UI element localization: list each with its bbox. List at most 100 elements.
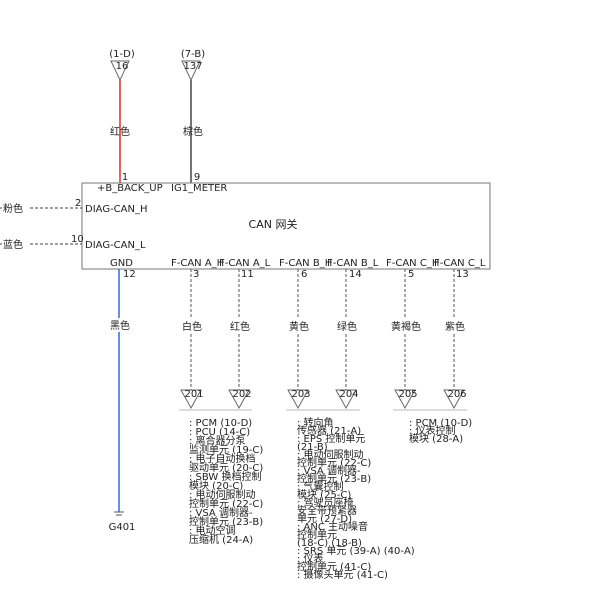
connector-triangle-icon — [335, 389, 357, 410]
pin-fcan-b-l: 14 — [349, 269, 362, 280]
pin-fcan-c-l: 13 — [456, 269, 469, 280]
label-bg — [441, 319, 469, 333]
signal-diag-h: DIAG-CAN_H — [85, 204, 148, 215]
connector-number: 137 — [183, 61, 202, 72]
note-line: 模块 (20-C) — [189, 480, 243, 492]
pin-gnd: 12 — [123, 269, 136, 280]
wire-color-diag-h: 粉色 — [3, 202, 23, 215]
note-line: : PCM (10-D) — [189, 418, 252, 429]
signal-fcan-a-l: F-CAN A_L — [219, 258, 271, 269]
pin-diag-h: 2 — [75, 198, 81, 209]
gateway-title: CAN 网关 — [249, 217, 298, 231]
label-bg — [389, 319, 423, 333]
note-line: : PCM (10-D) — [409, 418, 472, 429]
connector-ref: (7-B) — [181, 49, 205, 60]
note-line: : 转向角 — [297, 416, 334, 429]
note-group-c: : PCM (10-D) : 仪表控制 模块 (28-A) — [409, 418, 472, 445]
pin-diag-l: 10 — [71, 234, 84, 245]
connector-number: 206 — [447, 389, 466, 400]
label-bg — [178, 319, 206, 333]
note-line: : VSA 调制器- — [189, 506, 253, 519]
connector-triangle-icon — [394, 389, 416, 410]
pin-backup: 1 — [122, 172, 128, 183]
bottom-connector-206: 206 — [443, 389, 467, 410]
signal-fcan-a-h: F-CAN A_H — [171, 258, 224, 269]
note-line: 传感器 (21-A) — [297, 424, 361, 437]
connector-triangle-icon — [228, 389, 250, 410]
connector-triangle-icon — [287, 389, 309, 410]
bottom-connector-204: 204 — [335, 389, 359, 410]
note-line: : ANC 主动噪音 — [297, 520, 368, 533]
wire-color-fcan-b-l: 绿色 — [337, 320, 357, 333]
connector-number: 203 — [291, 389, 310, 400]
top-connector-7-b: (7-B) 137 — [181, 49, 205, 82]
top-connector-1-d: (1-D) 16 — [109, 49, 135, 82]
note-line: 监测单元 (19-C) — [189, 443, 263, 456]
note-line: : SRS 单元 (39-A) (40-A) — [297, 545, 415, 557]
note-line: 控制单元 — [297, 528, 337, 541]
bottom-connector-203: 203 — [287, 389, 311, 410]
signal-fcan-c-l: F-CAN C_L — [434, 258, 486, 269]
note-line: : 驾驶员座椅 — [297, 496, 354, 509]
connector-triangle-icon — [181, 60, 201, 82]
note-line: : 电动伺服制动 — [297, 448, 364, 461]
signal-diag-l: DIAG-CAN_L — [85, 240, 146, 251]
note-line: : EPS 控制单元 — [297, 432, 365, 445]
signal-fcan-b-l: F-CAN B_L — [327, 258, 379, 269]
note-line: 压缩机 (24-A) — [189, 533, 253, 546]
bottom-connector-205: 205 — [394, 389, 418, 410]
signal-fcan-b-h: F-CAN B_H — [279, 258, 332, 269]
note-line: 控制单元 (22-C) — [189, 497, 263, 510]
wire-color-fcan-a-l: 红色 — [230, 320, 250, 333]
wire-color-ig1: 棕色 — [183, 125, 203, 138]
note-line: : 电子自动换档 — [189, 452, 256, 465]
note-line: 模块 (25-C) — [297, 489, 351, 501]
note-group-a: : PCM (10-D) : PCU (14-C) : 离合器分泵 监测单元 (… — [189, 418, 263, 546]
note-line: : 摄像头单元 (41-C) — [297, 568, 388, 581]
connector-number: 16 — [116, 61, 129, 72]
pin-fcan-a-h: 3 — [193, 269, 199, 280]
note-line: 安全带预紧器 — [297, 504, 357, 517]
connector-number: 204 — [339, 389, 358, 400]
connector-triangle-icon — [443, 389, 465, 410]
connector-number: 202 — [232, 389, 251, 400]
connector-triangle-icon — [180, 389, 202, 410]
label-bg — [2, 201, 28, 214]
wire-color-fcan-b-h: 黄色 — [289, 320, 309, 333]
signal-ig1: IG1_METER — [171, 183, 227, 194]
note-line: : 气囊控制 — [297, 480, 344, 493]
label-bg — [333, 319, 361, 333]
pin-ig1: 9 — [194, 172, 200, 183]
note-line: : 电动伺服制动 — [189, 488, 256, 501]
ground-label: G401 — [109, 522, 136, 533]
note-line: (18-C) (18-B) — [297, 538, 362, 549]
label-bg — [2, 237, 28, 250]
label-bg — [226, 319, 254, 333]
pin-fcan-a-l: 11 — [241, 269, 254, 280]
note-line: 控制单元 (22-C) — [297, 456, 371, 469]
bottom-connector-201: 201 — [180, 389, 204, 410]
note-line: : 离合器分泵 — [189, 434, 246, 447]
label-bg — [285, 319, 313, 333]
label-bg — [106, 318, 134, 332]
wire-color-fcan-c-h: 黄褐色 — [391, 320, 421, 333]
note-line: : SBW 换档控制 — [189, 470, 261, 483]
wire-color-fcan-c-l: 紫色 — [445, 320, 465, 333]
connector-number: 201 — [184, 389, 203, 400]
note-line: : 仪表控制 — [409, 424, 456, 437]
pin-fcan-b-h: 6 — [301, 269, 307, 280]
note-line: 控制单元 (41-C) — [297, 560, 371, 573]
pin-fcan-c-h: 5 — [408, 269, 414, 280]
bottom-connector-202: 202 — [228, 389, 252, 410]
note-line: 模块 (28-A) — [409, 433, 463, 445]
connector-triangle-icon — [110, 60, 130, 82]
note-line: : PCU (14-C) — [189, 427, 250, 438]
note-line: 控制单元 (23-B) — [297, 472, 371, 485]
connector-number: 205 — [398, 389, 417, 400]
note-line: : 电动空调 — [189, 524, 236, 537]
wire-color-diag-l: 蓝色 — [3, 238, 23, 251]
note-line: : VSA 调制器- — [297, 464, 361, 477]
note-line: 单元 (27-D) — [297, 513, 352, 525]
wire-color-fcan-a-h: 白色 — [182, 320, 202, 333]
